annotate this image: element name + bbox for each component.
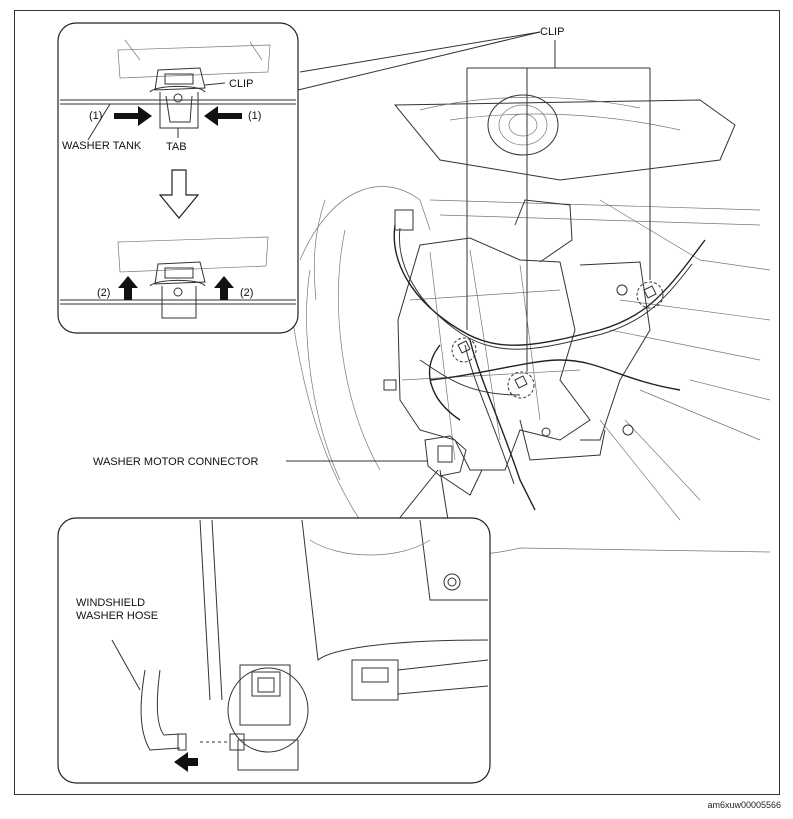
tab-label: TAB [166,141,187,153]
next-step-arrow-icon [158,169,200,219]
push-arrow-right-icon [204,106,242,126]
clip-leaders [297,31,651,372]
step1-left-label: (1) [89,110,102,122]
figure-frame [14,10,780,795]
clip-removal-inset [57,22,299,334]
lift-arrow-right-icon [214,276,234,300]
clip-label-top: CLIP [540,26,564,38]
inset-frame-bottom [57,517,491,784]
lift-arrow-left-icon [118,276,138,300]
clip-label-inset: CLIP [229,78,253,90]
figure-code: am6xuw00005566 [707,800,781,810]
hose-disconnect-inset [57,517,491,784]
washer-tank-label: WASHER TANK [62,140,142,152]
windshield-washer-hose-label-2: WASHER HOSE [76,610,158,622]
washer-motor-connector-label: WASHER MOTOR CONNECTOR [93,456,258,468]
windshield-washer-hose-label-1: WINDSHIELD [76,597,145,609]
pull-arrow-icon [174,752,198,772]
step1-right-label: (1) [248,110,261,122]
step2-left-label: (2) [97,287,110,299]
main-scene [289,94,771,556]
step2-right-label: (2) [240,287,253,299]
push-arrow-left-icon [114,106,152,126]
bottom-inset-leader [397,469,439,521]
